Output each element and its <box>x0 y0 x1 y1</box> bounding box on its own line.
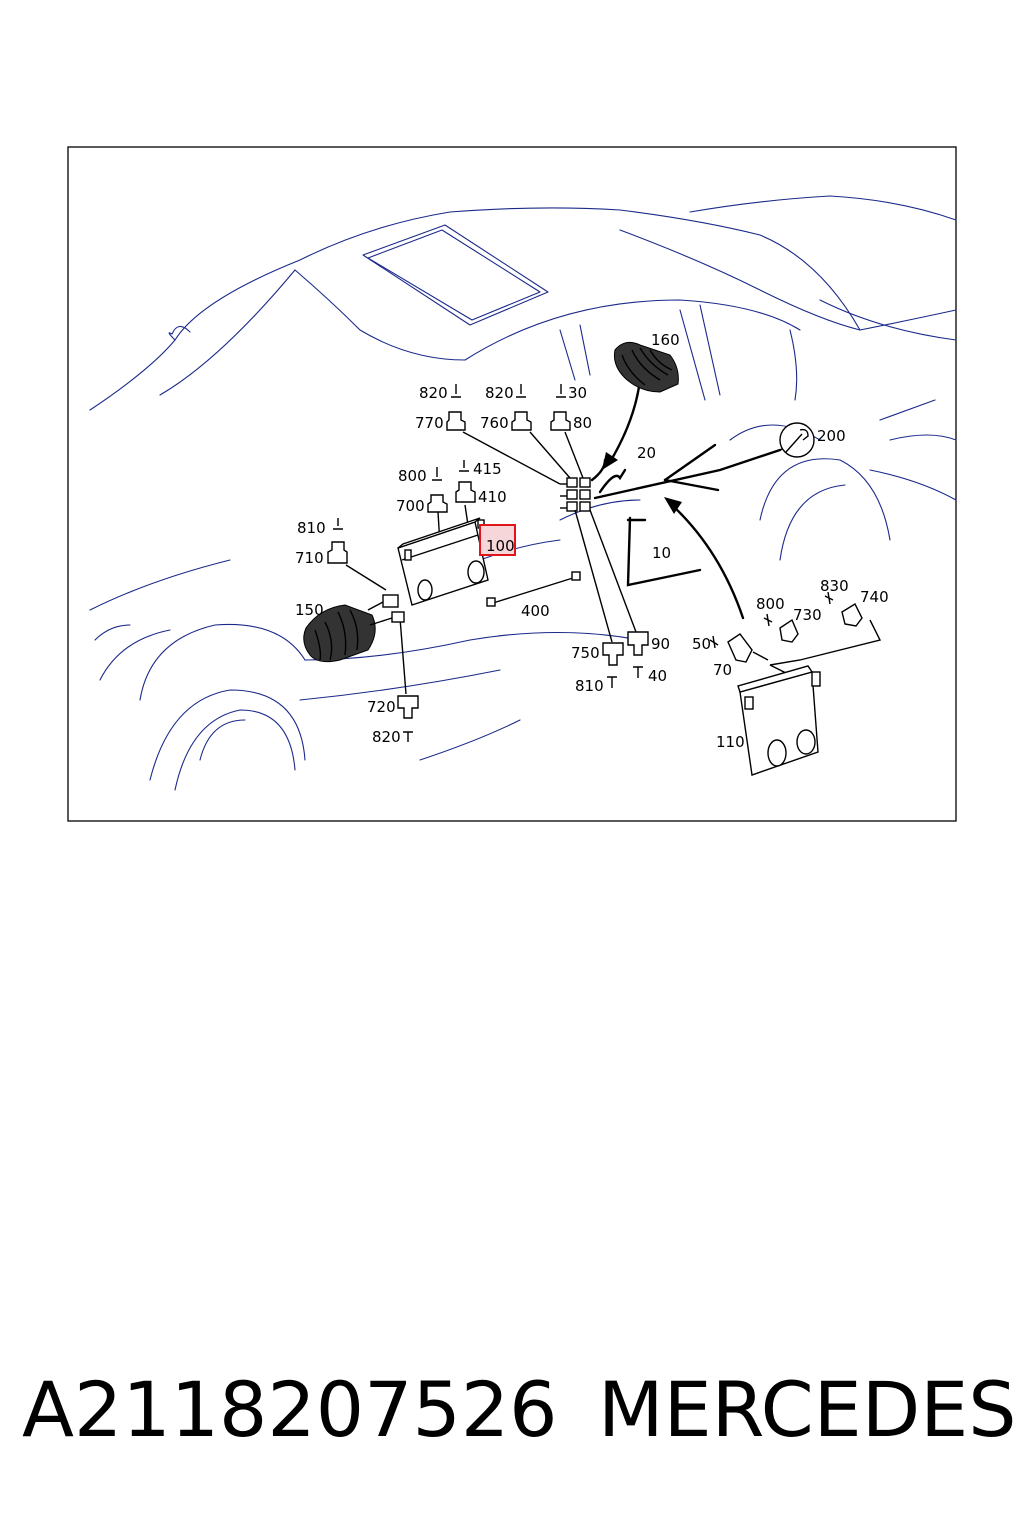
callout-label: 50 <box>692 635 711 653</box>
main-harness <box>590 443 791 587</box>
callout-label: 410 <box>478 488 507 506</box>
callout-label: 20 <box>637 444 656 462</box>
callout-label: 820 <box>419 384 448 402</box>
callout-label: 110 <box>716 733 745 751</box>
callout-label: 720 <box>367 698 396 716</box>
callout-label: 400 <box>521 602 550 620</box>
callout-label: 740 <box>860 588 889 606</box>
callout-label: 200 <box>817 427 846 445</box>
callout-label: 160 <box>651 331 680 349</box>
callout-label: 820 <box>485 384 514 402</box>
callout-label: 830 <box>820 577 849 595</box>
callout-label: 820 <box>372 728 401 746</box>
control-unit-100 <box>397 517 489 606</box>
car-outline <box>89 195 957 791</box>
control-unit-110 <box>737 665 821 776</box>
callout-label: 750 <box>571 644 600 662</box>
callout-label: 730 <box>793 606 822 624</box>
brand-name: MERCEDES <box>598 1365 1017 1454</box>
arrows <box>602 378 745 620</box>
callout-label: 700 <box>396 497 425 515</box>
callout-label: 760 <box>480 414 509 432</box>
callout-label: 810 <box>297 519 326 537</box>
callout-label: 10 <box>652 544 671 562</box>
footer: A2118207526 MERCEDES <box>0 1365 1024 1475</box>
callout-label: 800 <box>756 595 785 613</box>
diagram-border <box>67 146 957 822</box>
callout-label: 415 <box>473 460 502 478</box>
callout-label: 770 <box>415 414 444 432</box>
callout-label-highlighted: 100 <box>486 537 515 555</box>
leader-lines <box>345 431 882 695</box>
connector-symbols <box>327 384 863 742</box>
callout-label: 80 <box>573 414 592 432</box>
callout-label: 90 <box>651 635 670 653</box>
callout-label: 40 <box>648 667 667 685</box>
cable-400 <box>486 571 581 607</box>
callout-label: 800 <box>398 467 427 485</box>
callout-label: 70 <box>713 661 732 679</box>
callout-label: 30 <box>568 384 587 402</box>
connector-block <box>560 477 591 512</box>
callout-labels: 10 20 30 40 50 70 80 90 100 110 150 160 … <box>295 331 889 751</box>
callout-label: 150 <box>295 601 324 619</box>
wrench-200-icon <box>779 422 815 458</box>
callout-label: 810 <box>575 677 604 695</box>
part-number: A2118207526 <box>22 1365 558 1454</box>
highlight-box <box>479 524 516 556</box>
bellows-160 <box>614 341 679 393</box>
callout-label: 710 <box>295 549 324 567</box>
bellows-150 <box>303 594 405 663</box>
